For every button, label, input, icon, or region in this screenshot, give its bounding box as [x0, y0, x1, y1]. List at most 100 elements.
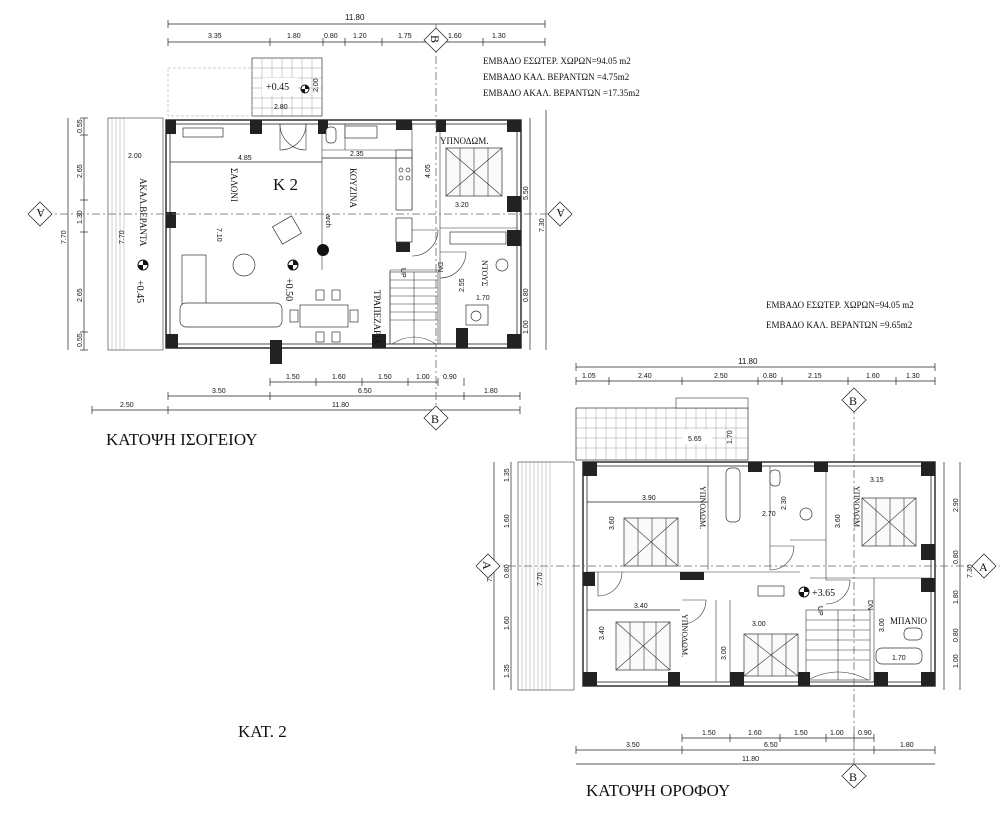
uf-dim-12: 1.70	[892, 655, 906, 662]
uf-dim-1: 3.90	[642, 495, 656, 502]
gf-dim-top-3: 0.80	[324, 33, 338, 40]
uf-title: ΚΑΤΟΨΗ ΟΡΟΦΟΥ	[586, 781, 730, 800]
gf-left-veranda: ΑΚΑΛ.ΒΕΡΑΝΤΑ +0.45 2.00	[107, 117, 164, 351]
gf-title: ΚΑΤΟΨΗ ΙΣΟΓΕΙΟΥ	[106, 430, 258, 449]
gf-dim-bottom-2: 1.60	[332, 374, 346, 381]
gf-doors	[279, 123, 467, 279]
gf-room-living: ΣΑΛΟΝΙ	[229, 168, 239, 202]
uf-dim-bottom-3: 1.50	[794, 730, 808, 737]
uf-dim-right-1: 2.90	[953, 498, 960, 512]
uf-section-b-bottom: B	[849, 770, 857, 784]
uf-section-axes: A A B B	[475, 387, 1000, 790]
uf-section-b-top: B	[849, 394, 857, 408]
uf-dim-top-5: 2.15	[808, 373, 822, 380]
ground-top-dimensions: 11.80 3.35 1.80 0.80 1.20 1.75 1.60 1.30	[167, 13, 546, 46]
uf-dim-bottom-8: 1.80	[900, 742, 914, 749]
gf-dim-top-6: 1.60	[448, 33, 462, 40]
uf-dim-bottom-9: 11.80	[742, 756, 759, 763]
uf-dim-8: 3.40	[599, 626, 606, 640]
gf-front-balcony: +0.45 2.80 2.00	[167, 57, 323, 117]
gf-dim-right-1: 5.50	[523, 186, 530, 200]
gf-dim-top-5: 1.75	[398, 33, 412, 40]
gf-stair-down: DN	[436, 262, 443, 272]
uf-room-bedroom-1: ΥΠΝΟΔΩΜ.	[698, 486, 707, 529]
uf-dim-right-2: 0.80	[953, 550, 960, 564]
uf-dim-left-3: 0.80	[504, 564, 511, 578]
gf-room-bedroom: ΥΠΝΟΔΩΜ.	[440, 136, 489, 146]
gf-dim-shower-h: 2.55	[459, 278, 466, 292]
gf-dim-balcony-h: 2.00	[313, 78, 320, 92]
gf-dim-bottom-8: 1.80	[484, 388, 498, 395]
uf-dim-9: 3.00	[752, 621, 766, 628]
gf-stairs: UP DN	[389, 262, 443, 345]
gf-right-dimensions: 5.50 7.30 0.80 1.00	[523, 110, 547, 350]
gf-area-covered-veranda: ΕΜΒΑΔΟ ΚΑΛ. ΒΕΡΑΝΤΩΝ =4.75m2	[483, 72, 629, 82]
category-label: ΚΑΤ. 2	[238, 722, 287, 741]
uf-area-covered-veranda: ΕΜΒΑΔΟ ΚΑΛ. ΒΕΡΑΝΤΩΝ =9.65m2	[766, 320, 912, 330]
gf-room-shower: ΝΤΟΥΣ	[480, 260, 489, 287]
gf-dim-top-4: 1.20	[353, 33, 367, 40]
gf-dim-shower-w: 1.70	[476, 295, 490, 302]
uf-dim-bottom-1: 1.50	[702, 730, 716, 737]
uf-dim-left-5: 1.35	[504, 664, 511, 678]
gf-furniture	[179, 125, 509, 343]
gf-dim-top-7: 1.30	[492, 33, 506, 40]
gf-section-a-right: A	[556, 206, 565, 220]
gf-dim-left-total: 7.70	[61, 230, 68, 244]
gf-dim-top-2: 1.80	[287, 33, 301, 40]
gf-level-veranda: +0.45	[134, 280, 145, 303]
uf-dim-top-3: 2.50	[714, 373, 728, 380]
gf-dim-left-4: 2.65	[77, 288, 84, 302]
gf-dim-bottom-6: 6.50	[358, 388, 372, 395]
gf-dim-bottom-7: 3.50	[212, 388, 226, 395]
gf-arch-label: arch	[324, 214, 331, 228]
gf-dim-left-2: 2.65	[77, 164, 84, 178]
gf-dim-bottom-4: 1.00	[416, 374, 430, 381]
gf-inner-dimensions: 4.85 2.35 7.10 4.05 3.20 2.55 1.70	[170, 151, 490, 302]
uf-dim-bottom-2: 1.60	[748, 730, 762, 737]
uf-dim-total-top: 11.80	[738, 357, 758, 366]
uf-dim-balcony-w: 5.65	[688, 436, 702, 443]
gf-section-axes: A A B B	[27, 24, 573, 431]
uf-room-bedroom-2: ΥΠΝΟΔΩΜ.	[852, 486, 861, 529]
uf-columns	[583, 462, 935, 686]
uf-dim-4: 3.15	[870, 477, 884, 484]
gf-area-interior: ΕΜΒΑΔΟ ΕΣΩΤΕΡ. ΧΩΡΩΝ=94.05 m2	[483, 56, 631, 66]
uf-room-bedroom-3: ΥΠΝΟΔΩΜ.	[680, 614, 689, 657]
gf-dim-left-5: 0.55	[77, 333, 84, 347]
gf-dim-bedroom-w: 3.20	[455, 202, 469, 209]
gf-section-a-left: A	[36, 206, 45, 220]
uf-dim-left-1: 1.35	[504, 468, 511, 482]
uf-top-dimensions: 11.80 1.05 2.40 2.50 0.80 2.15 1.60 1.30	[575, 357, 936, 385]
gf-dim-left-3: 1.30	[77, 210, 84, 224]
gf-dim-left-1: 0.55	[77, 119, 84, 133]
uf-dim-balcony-h: 1.70	[727, 430, 734, 444]
gf-dim-left-inner: 7.70	[119, 230, 126, 244]
uf-room-bath: ΜΠΑΝΙΟ	[890, 616, 927, 626]
uf-right-dimensions: 2.90 0.80 7.30 1.80 0.80 1.00	[943, 462, 974, 690]
gf-level-living: +0.50	[283, 278, 294, 301]
gf-bottom-dimensions: 1.50 1.60 1.50 1.00 0.90 6.50 3.50 1.80 …	[91, 374, 521, 414]
ground-floor-plan: 11.80 3.35 1.80 0.80 1.20 1.75 1.60 1.30…	[27, 13, 640, 449]
uf-dim-3: 2.70	[762, 511, 776, 518]
gf-dim-right-2: 0.80	[523, 288, 530, 302]
gf-unit-label: Κ 2	[273, 175, 298, 194]
gf-level-balcony: +0.45	[266, 82, 289, 93]
gf-dim-veranda-w: 2.00	[128, 153, 142, 160]
gf-section-b-top: B	[428, 35, 442, 43]
uf-dim-left-6: 7.70	[537, 572, 544, 586]
uf-section-a-right: A	[979, 560, 988, 574]
gf-dim-balcony-w: 2.80	[274, 104, 288, 111]
gf-dim-right-3: 1.00	[523, 320, 530, 334]
uf-left-veranda	[517, 461, 575, 691]
uf-dim-right-6: 1.00	[953, 654, 960, 668]
uf-dim-6: 3.60	[835, 514, 842, 528]
gf-dim-bottom-5: 0.90	[443, 374, 457, 381]
uf-dim-5: 3.60	[609, 516, 616, 530]
uf-dim-right-3: 7.30	[967, 564, 974, 578]
uf-top-balcony: 5.65 1.70	[575, 397, 749, 461]
uf-dim-11: 3.00	[879, 618, 886, 632]
uf-dim-7: 3.40	[634, 603, 648, 610]
uf-dim-left-4: 1.60	[504, 616, 511, 630]
uf-dim-bottom-5: 0.90	[858, 730, 872, 737]
